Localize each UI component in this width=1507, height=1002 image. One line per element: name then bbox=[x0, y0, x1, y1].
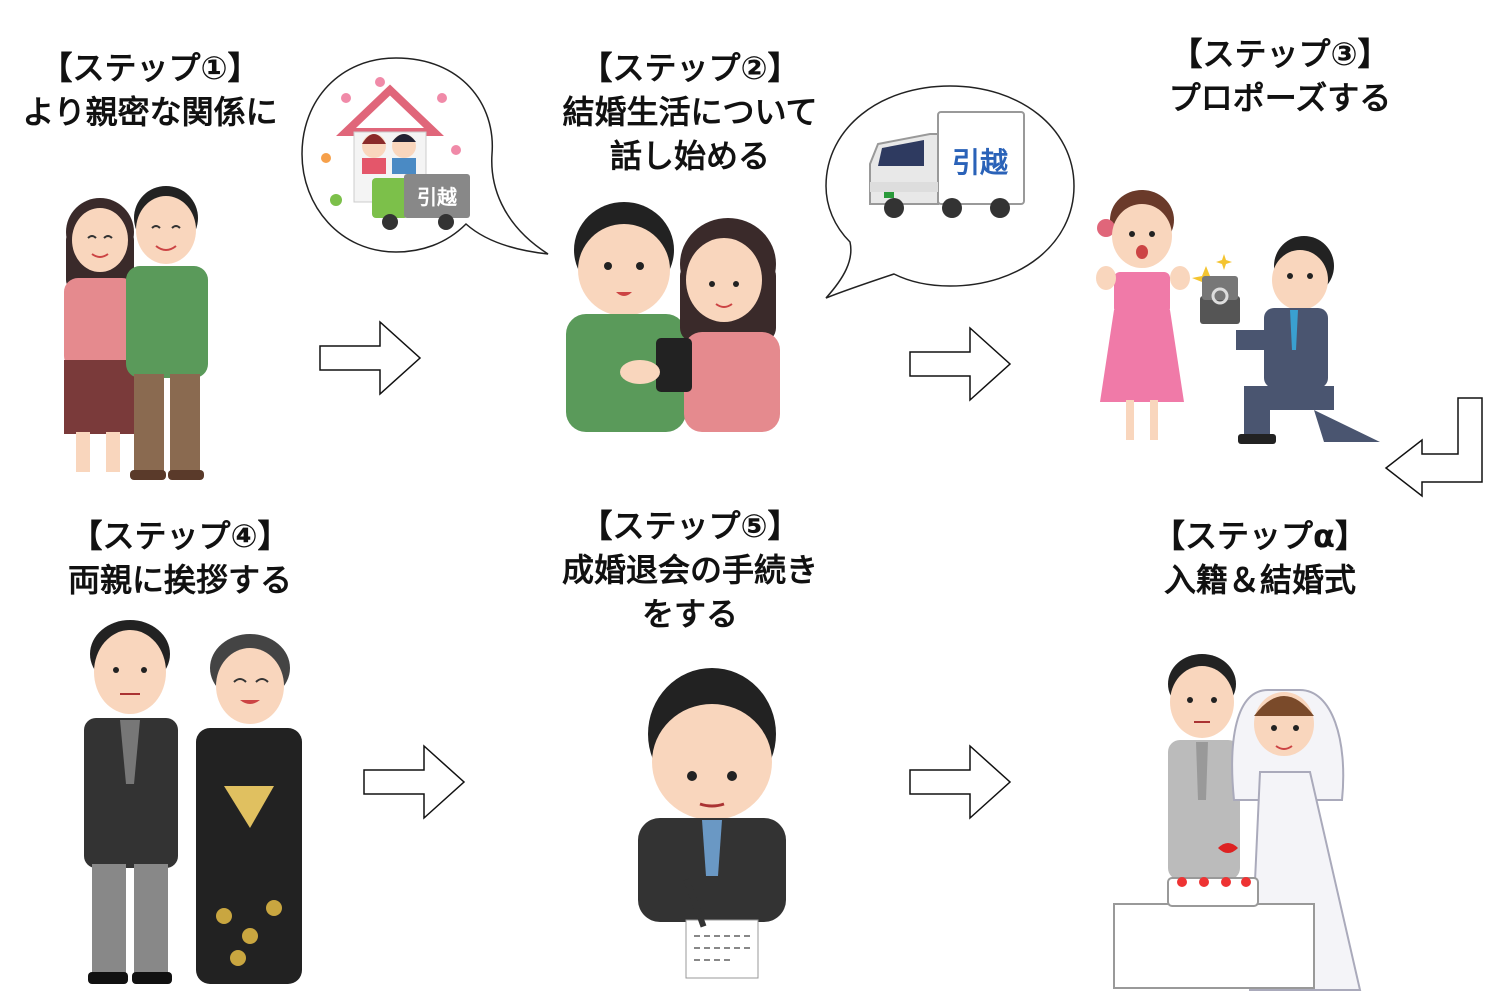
truck-sign-text-2: 引越 bbox=[952, 146, 1009, 179]
step-2-line-1: 結婚生活について bbox=[562, 93, 818, 131]
step-2-couple-illustration bbox=[566, 202, 780, 432]
step-3-proposal-illustration bbox=[1096, 190, 1380, 444]
step-2-title: 【ステップ②】 結婚生活について 話し始める bbox=[530, 46, 850, 178]
step-1-speech-bubble: 引越 bbox=[301, 57, 549, 255]
step-alpha-title: 【ステップα】 入籍＆結婚式 bbox=[1110, 514, 1410, 602]
arrow-right-3 bbox=[363, 744, 466, 820]
step-5-line-1: 成婚退会の手続き bbox=[561, 551, 818, 589]
step-5-heading: 【ステップ⑤】 bbox=[580, 507, 800, 545]
step-4-parents-illustration bbox=[84, 620, 302, 984]
step-2-speech-bubble: 引越 bbox=[825, 85, 1075, 299]
arrow-right-2 bbox=[909, 326, 1012, 402]
step-2-heading: 【ステップ②】 bbox=[580, 49, 800, 87]
step-3-title: 【ステップ③】 プロポーズする bbox=[1130, 32, 1430, 120]
step-3-heading: 【ステップ③】 bbox=[1170, 35, 1390, 73]
step-5-title: 【ステップ⑤】 成婚退会の手続き をする bbox=[530, 504, 850, 636]
step-5-line-2: をする bbox=[641, 595, 738, 633]
truck-sign-text-1: 引越 bbox=[417, 185, 458, 209]
step-alpha-heading: 【ステップα】 bbox=[1153, 517, 1367, 555]
step-1-heading: 【ステップ①】 bbox=[40, 49, 260, 87]
arrow-right-1 bbox=[319, 320, 422, 396]
step-alpha-wedding-illustration bbox=[1113, 654, 1362, 991]
step-2-line-2: 話し始める bbox=[609, 137, 770, 175]
step-5-signing-illustration bbox=[638, 668, 786, 979]
arrow-right-4 bbox=[909, 744, 1012, 820]
step-1-line-1: より親密な関係に bbox=[22, 93, 278, 131]
step-alpha-line-1: 入籍＆結婚式 bbox=[1163, 561, 1356, 599]
step-1-couple-illustration bbox=[64, 186, 208, 480]
step-4-heading: 【ステップ④】 bbox=[70, 517, 290, 555]
step-4-title: 【ステップ④】 両親に挨拶する bbox=[30, 514, 330, 602]
step-3-line-1: プロポーズする bbox=[1168, 79, 1392, 117]
arrow-turn-down-left bbox=[1384, 397, 1483, 498]
step-4-line-1: 両親に挨拶する bbox=[67, 561, 292, 599]
step-1-title: 【ステップ①】 より親密な関係に bbox=[0, 46, 300, 134]
